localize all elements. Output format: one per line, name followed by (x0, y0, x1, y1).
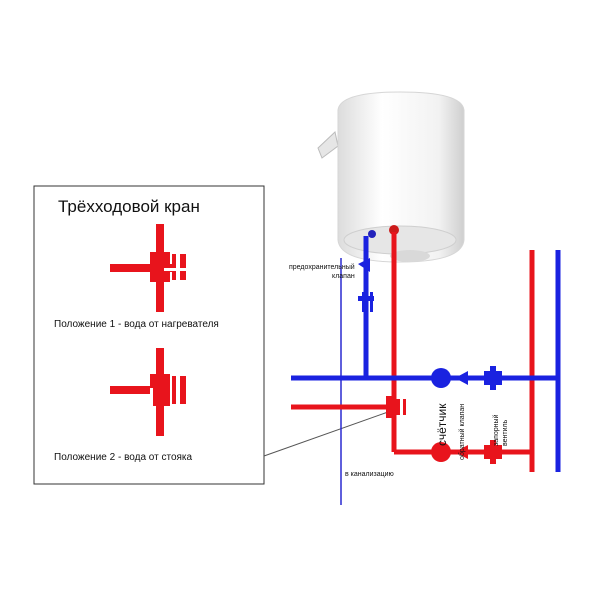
inset-pointer-line (263, 411, 389, 457)
check-valve-label: обратный клапан (459, 403, 466, 460)
three-way-valve (386, 396, 406, 418)
valve-position-1-icon (110, 224, 186, 312)
position-2-caption: Положение 2 - вода от стояка (54, 452, 193, 463)
shutoff-valve-label: запорный вентиль (493, 414, 509, 447)
meter-label: счётчик (435, 403, 449, 447)
cold-water-meter (431, 368, 451, 388)
drain-label: в канализацию (345, 471, 394, 478)
water-heater-tank (317, 91, 465, 263)
cold-check-valve (455, 371, 468, 385)
hot-water-meter (431, 442, 451, 462)
hot-check-valve (455, 445, 468, 459)
inset-box (33, 185, 265, 485)
safety-valve (358, 258, 374, 312)
hot-shutoff-valve (484, 440, 502, 464)
position-1-caption: Положение 1 - вода от нагревателя (54, 319, 219, 330)
hot-water-pipes (291, 232, 535, 472)
cold-shutoff-valve (484, 366, 502, 390)
safety-valve-label: предохранительный клапан (289, 264, 355, 280)
valve-position-2-icon (110, 348, 186, 436)
inset-title: Трёхходовой кран (58, 197, 200, 216)
